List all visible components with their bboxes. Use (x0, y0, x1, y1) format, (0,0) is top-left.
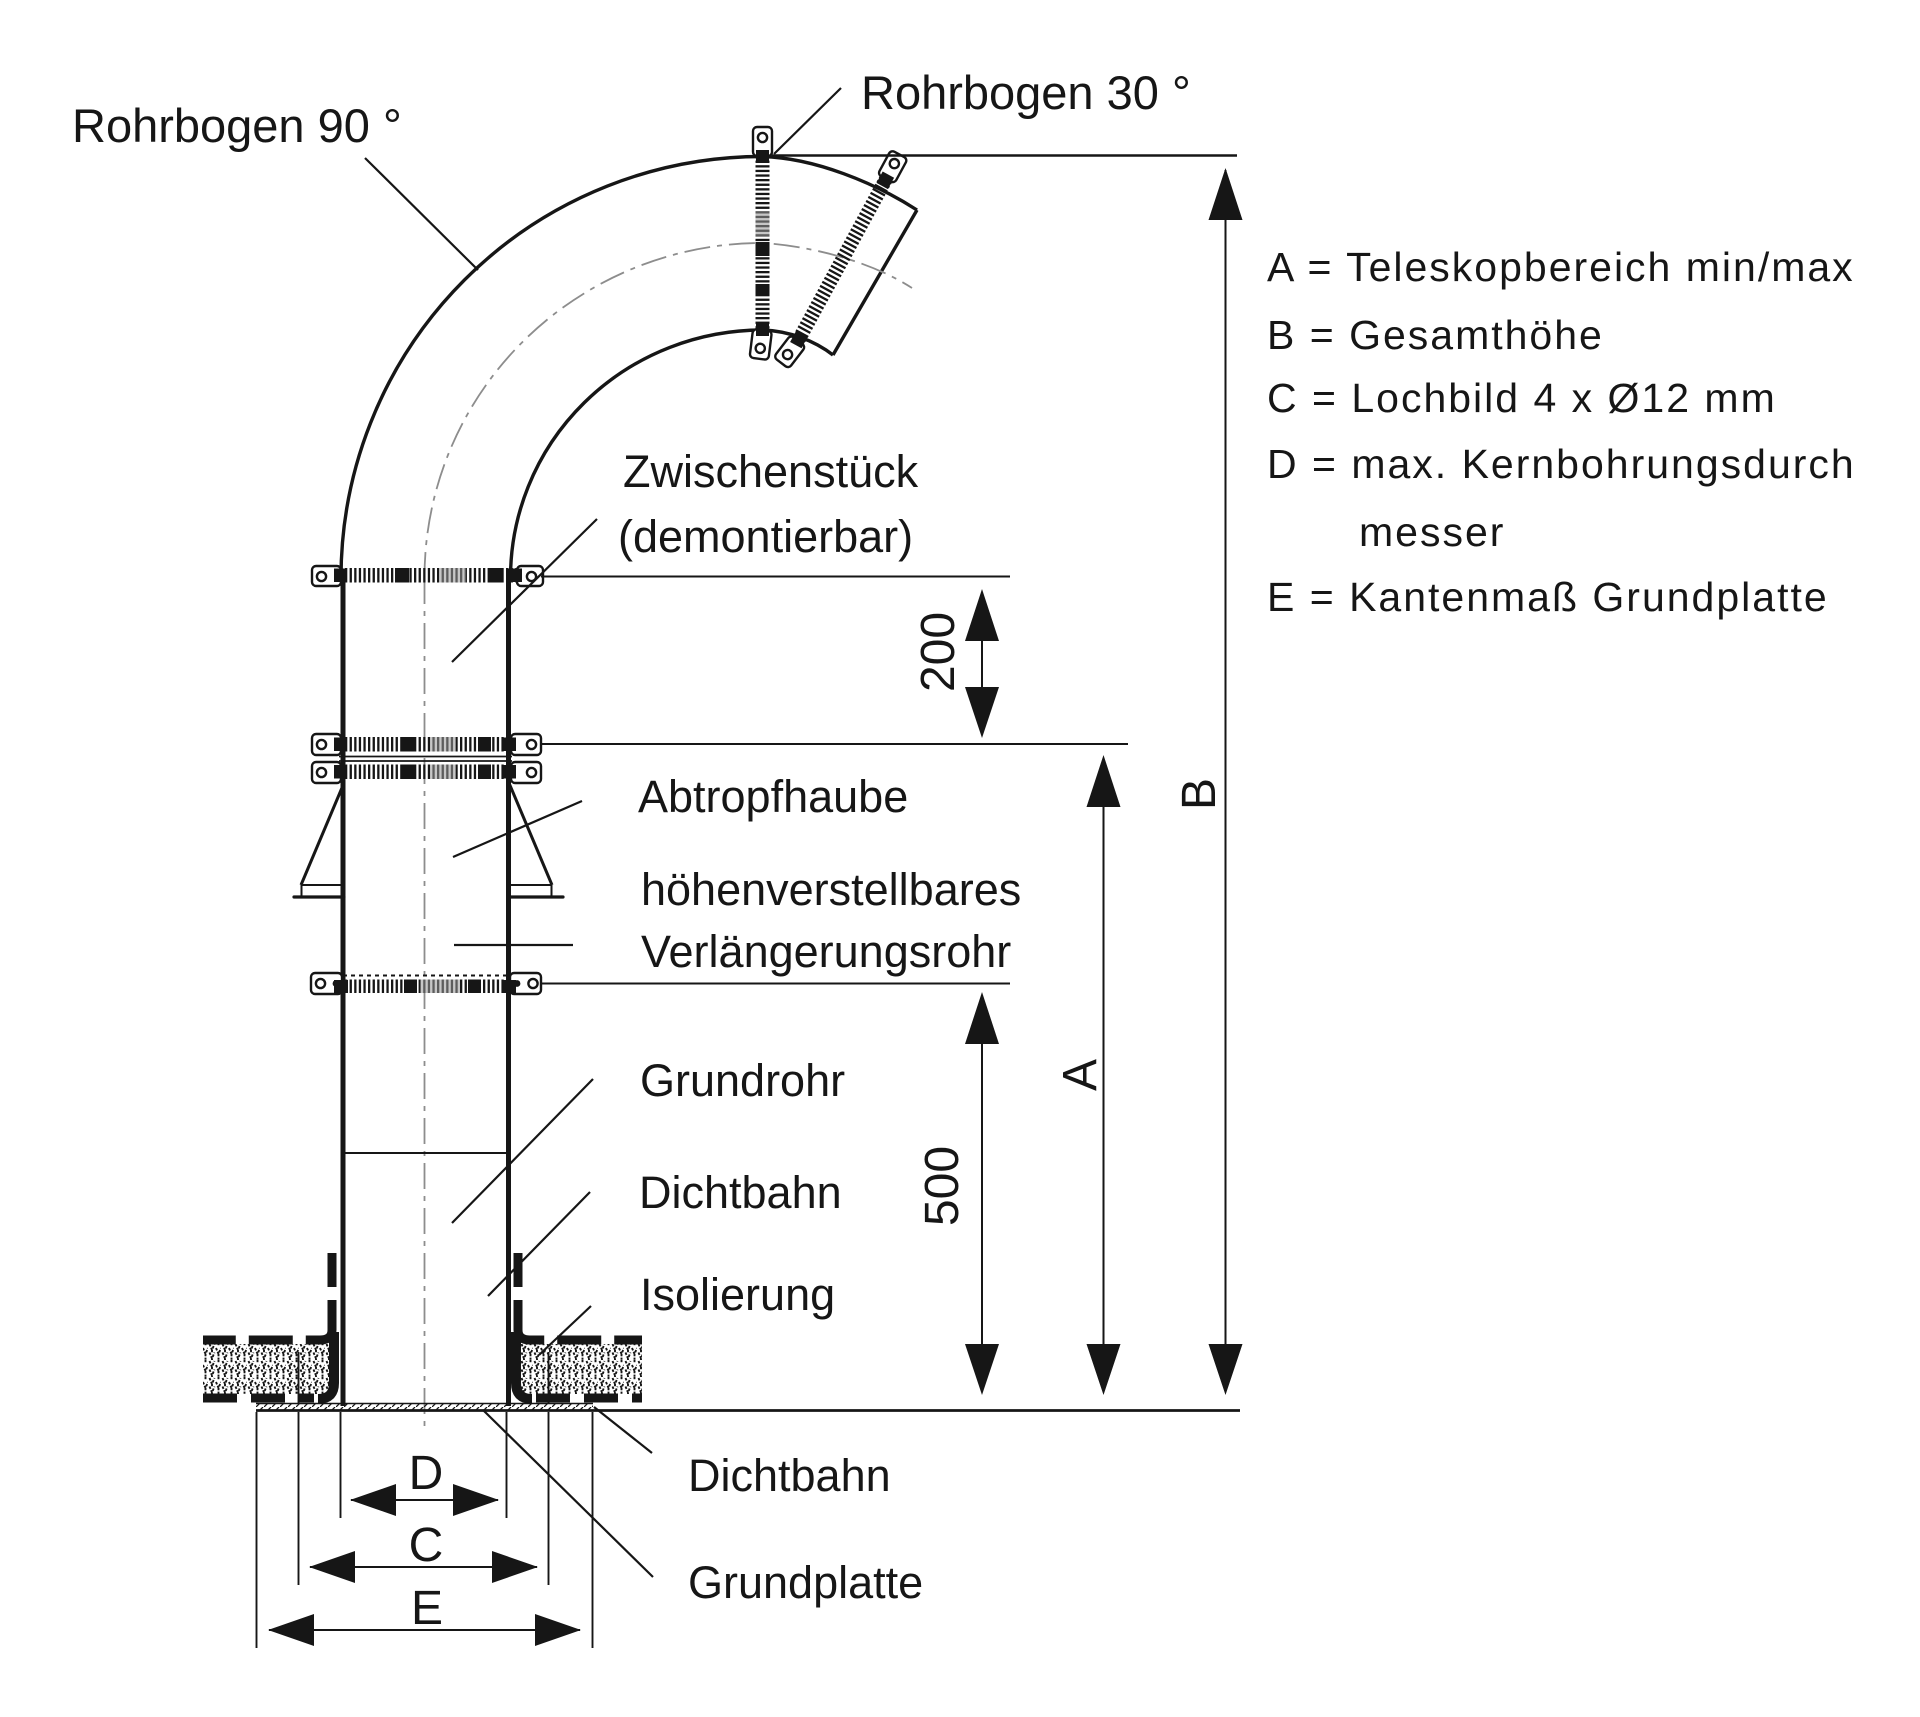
svg-text:A = Teleskopbereich min/max: A = Teleskopbereich min/max (1267, 244, 1855, 290)
svg-text:Rohrbogen 90 °: Rohrbogen 90 ° (72, 99, 402, 152)
svg-text:B = Gesamthöhe: B = Gesamthöhe (1267, 312, 1604, 358)
svg-text:(demontierbar): (demontierbar) (618, 511, 913, 562)
svg-text:200: 200 (912, 612, 965, 692)
svg-text:Abtropfhaube: Abtropfhaube (638, 771, 908, 822)
svg-text:E = Kantenmaß Grundplatte: E = Kantenmaß Grundplatte (1267, 574, 1829, 620)
svg-text:Dichtbahn: Dichtbahn (639, 1167, 842, 1218)
svg-text:Verlängerungsrohr: Verlängerungsrohr (641, 926, 1011, 977)
svg-text:Grundplatte: Grundplatte (688, 1557, 923, 1608)
svg-text:E: E (411, 1582, 443, 1635)
svg-text:C: C (409, 1519, 444, 1572)
svg-text:B: B (1173, 778, 1226, 810)
svg-text:D: D (409, 1447, 444, 1500)
svg-text:D = max. Kernbohrungsdurch: D = max. Kernbohrungsdurch (1267, 441, 1856, 487)
svg-text:C = Lochbild 4 x Ø12 mm: C = Lochbild 4 x Ø12 mm (1267, 375, 1777, 421)
svg-text:Grundrohr: Grundrohr (640, 1055, 845, 1106)
svg-text:messer: messer (1359, 509, 1505, 555)
svg-text:Isolierung: Isolierung (640, 1269, 835, 1320)
svg-text:höhenverstellbares: höhenverstellbares (641, 864, 1021, 915)
svg-text:Dichtbahn: Dichtbahn (688, 1450, 891, 1501)
svg-text:Rohrbogen 30 °: Rohrbogen 30 ° (861, 66, 1191, 119)
svg-text:Zwischenstück: Zwischenstück (623, 446, 919, 497)
svg-text:500: 500 (916, 1146, 969, 1226)
svg-text:A: A (1054, 1059, 1107, 1091)
